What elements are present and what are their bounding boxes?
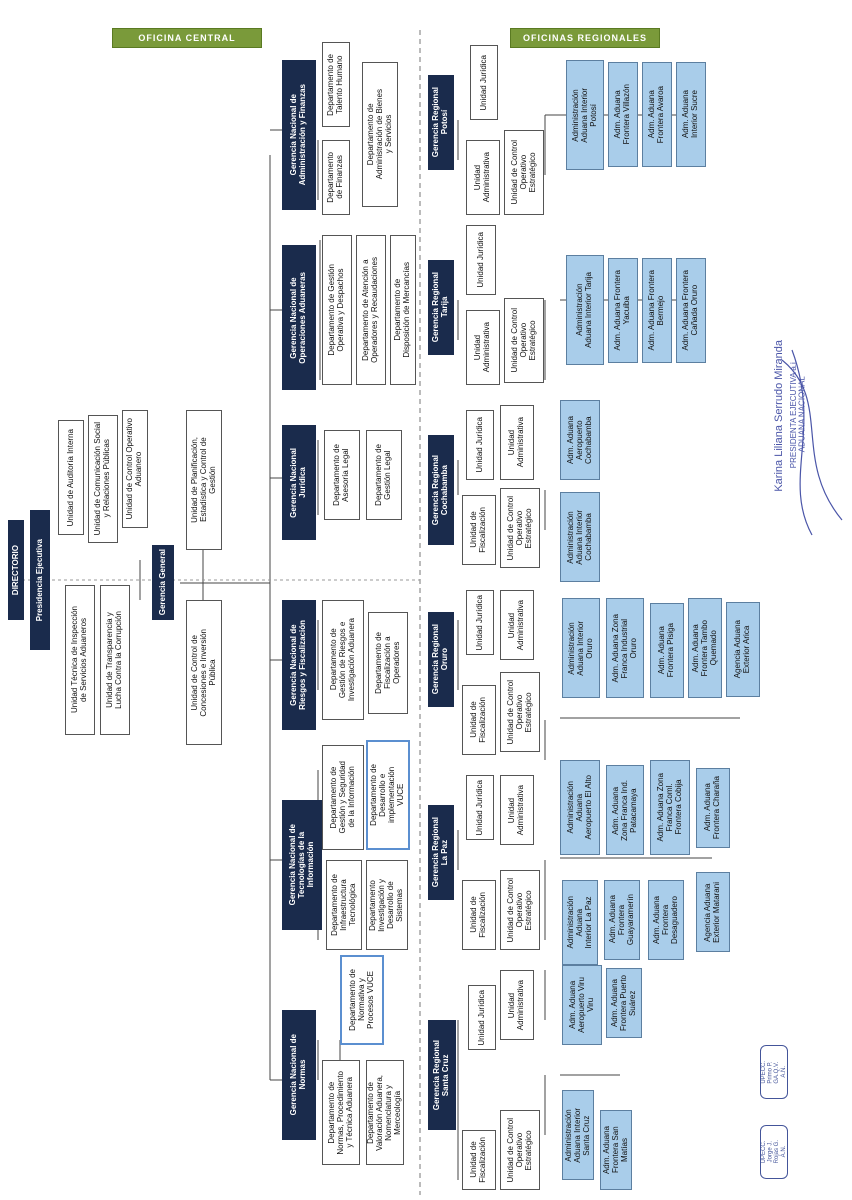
gerencia-regional-la-paz: Gerencia Regional La Paz <box>428 805 454 900</box>
sc-juridica: Unidad Jurídica <box>468 985 496 1050</box>
lp-agencia-matarani: Agencia Aduana Exterior Matarani <box>696 872 730 952</box>
sc-administrativa: Unidad Administrativa <box>500 970 534 1040</box>
gerencia-regional-potosi: Gerencia Regional Potosí <box>428 75 454 170</box>
lp-aduana-el-alto: Administración Aduana Aeropuerto El Alto <box>560 760 600 855</box>
lp-juridica: Unidad Jurídica <box>466 775 494 840</box>
lp-aduana-charana: Adm. Aduana Frontera Charaña <box>696 768 730 848</box>
lp-administrativa: Unidad Administrativa <box>500 775 534 845</box>
pt-aduana-sucre: Adm. Aduana Interior Sucre <box>676 62 706 167</box>
signature-role: PRESIDENTA EJECUTIVA a.i. ADUANA NACIONA… <box>789 360 807 469</box>
sc-aduana-san-matias: Adm. Aduana Frontera San Matías <box>600 1110 632 1190</box>
gerencia-regional-santa-cruz: Gerencia Regional Santa Cruz <box>428 1020 456 1130</box>
dept-talento-humano-box: Departamento de Talento Humano <box>322 42 350 127</box>
dept-valoracion-box: Departamento de Valoración Aduanera, Nom… <box>366 1060 404 1165</box>
oficina-central-header: OFICINA CENTRAL <box>112 28 262 48</box>
tj-aduana-yacuiba: Adm. Aduana Frontera Yacuiba <box>608 258 638 363</box>
gerencia-tecnologias-box: Gerencia Nacional de Tecnologías de la I… <box>282 800 322 930</box>
lp-aduana-desaguadero: Adm. Aduana Frontera Desaguadero <box>648 880 684 960</box>
signature-scribble <box>781 349 843 536</box>
gerencia-normas-box: Gerencia Nacional de Normas <box>282 1010 316 1140</box>
gerencia-operaciones-box: Gerencia Nacional de Operaciones Aduaner… <box>282 245 316 390</box>
pt-aduana-interior: Administración Aduana Interior Potosí <box>566 60 604 170</box>
tj-aduana-canada-oruro: Adm. Aduana Frontera Cañada Oruro <box>676 258 706 363</box>
dept-investigacion-sistemas-box: Departamento Investigación y Desarrollo … <box>366 860 408 950</box>
unidad-control-aduanero-box: Unidad de Control Operativo Aduanero <box>122 410 148 528</box>
directorio-box: DIRECTORIO <box>8 520 24 620</box>
gerencia-riesgos-box: Gerencia Nacional de Riesgos y Fiscaliza… <box>282 600 316 730</box>
tj-control: Unidad de Control Operativo Estratégico <box>504 298 544 383</box>
dept-gestion-operativa-box: Departamento de Gestión Operativa y Desp… <box>322 235 352 385</box>
sc-fiscalizacion: Unidad de Fiscalización <box>462 1130 496 1190</box>
unidad-auditoria-box: Unidad de Auditoría Interna <box>58 420 84 535</box>
or-aduana-tambo-quemado: Adm. Aduana Frontera Tambo Quemado <box>688 598 722 698</box>
sc-aduana-interior: Administración Aduana Interior Santa Cru… <box>562 1090 594 1180</box>
lp-aduana-patacamaya: Adm. Aduana Zona Franca Ind. Patacamaya <box>606 765 644 855</box>
or-agencia-arica: Agencia Aduana Exterior Arica <box>726 602 760 697</box>
tj-administrativa: Unidad Administrativa <box>466 310 500 385</box>
unidad-inspeccion-box: Unidad Técnica de Inspección de Servicio… <box>65 585 95 735</box>
dept-normativa-vuce-box: Departamento de Normativa y Procesos VUC… <box>340 955 384 1045</box>
cb-aduana-interior: Administración Aduana Interior Cochabamb… <box>560 492 600 582</box>
or-fiscalizacion: Unidad de Fiscalización <box>462 685 496 755</box>
dept-fiscalizacion-operadores-box: Departamento de Fiscalización a Operador… <box>368 612 408 714</box>
lp-aduana-interior: Administración Aduana Interior La Paz <box>562 880 598 965</box>
or-aduana-interior: Administración Aduana Interior Oruro <box>562 598 600 698</box>
dept-normas-procedimiento-box: Departamento de Normas, Procedimiento y … <box>322 1060 360 1165</box>
stamp-upecc-rojas: UPECC. Jorge J. Rojas G. A.N. <box>760 1125 788 1179</box>
cb-administrativa: Unidad Administrativa <box>500 405 534 480</box>
tj-aduana-bermejo: Adm. Aduana Frontera Bermejo <box>642 258 672 363</box>
cb-fiscalizacion: Unidad de Fiscalización <box>462 495 496 565</box>
gerencia-administracion-box: Gerencia Nacional de Administración y Fi… <box>282 60 316 210</box>
lp-control: Unidad de Control Operativo Estratégico <box>500 870 540 950</box>
signature-block: Karina Liliana Serrudo Miranda PRESIDENT… <box>772 340 852 540</box>
lp-fiscalizacion: Unidad de Fiscalización <box>462 880 496 950</box>
or-aduana-zona-franca: Adm. Aduana Zona Franca Industrial Oruro <box>606 598 644 698</box>
lp-aduana-cobija: Adm. Aduana Zona Franca Coml. Frontera C… <box>650 760 690 855</box>
tj-aduana-interior: Administración Aduana Interior Tarija <box>566 255 604 365</box>
or-aduana-pisiga: Adm. Aduana Frontera Pisiga <box>650 603 684 698</box>
lp-aduana-guayaramerin: Adm. Aduana Frontera Guayaramerín <box>604 880 640 960</box>
cb-control: Unidad de Control Operativo Estratégico <box>500 488 540 568</box>
sc-aduana-viru-viru: Adm. Aduana Aeropuerto Viru Viru <box>562 965 602 1045</box>
dept-bienes-servicios-box: Departamento de Administración de Bienes… <box>362 62 398 207</box>
or-control: Unidad de Control Operativo Estratégico <box>500 672 540 752</box>
presidencia-ejecutiva-box: Presidencia Ejecutiva <box>30 510 50 650</box>
gerencia-regional-cochabamba: Gerencia Regional Cochabamba <box>428 435 454 545</box>
unidad-comunicacion-box: Unidad de Comunicación Social y Relacion… <box>88 415 118 543</box>
dept-asesoria-legal-box: Departamento de Asesoría Legal <box>324 430 360 520</box>
gerencia-general-box: Gerencia General <box>152 545 174 620</box>
cb-juridica: Unidad Jurídica <box>466 410 494 480</box>
oficinas-regionales-header: OFICINAS REGIONALES <box>510 28 660 48</box>
or-juridica: Unidad Jurídica <box>466 590 494 655</box>
pt-administrativa: Unidad Administrativa <box>466 140 500 215</box>
dept-seguridad-informacion-box: Departamento de Gestión y Seguridad de l… <box>322 745 364 850</box>
gerencia-regional-tarija: Gerencia Regional Tarija <box>428 260 454 355</box>
stamp-upecc-primo: UPECC. Primo P. GA.Q.V. A.N. <box>760 1045 788 1099</box>
or-administrativa: Unidad Administrativa <box>500 590 534 660</box>
gerencia-regional-oruro: Gerencia Regional Oruro <box>428 612 454 707</box>
signature-name: Karina Liliana Serrudo Miranda <box>773 340 785 492</box>
tj-juridica: Unidad Jurídica <box>466 225 496 295</box>
cb-aduana-aeropuerto: Adm. Aduana Aeropuerto Cochabamba <box>560 400 600 480</box>
pt-aduana-villazon: Adm. Aduana Frontera Villazón <box>608 62 638 167</box>
dept-atencion-operadores-box: Departamento de Atención a Operadores y … <box>356 235 386 385</box>
gerencia-juridica-box: Gerencia Nacional Jurídica <box>282 425 316 540</box>
sc-control: Unidad de Control Operativo Estratégico <box>500 1110 540 1190</box>
dept-infraestructura-box: Departamento de Infraestructura Tecnológ… <box>326 860 362 950</box>
unidad-concesiones-box: Unidad de Control de Concesiones e Inver… <box>186 600 222 745</box>
dept-finanzas-box: Departamento de Finanzas <box>322 140 350 215</box>
pt-juridica: Unidad Jurídica <box>470 45 498 120</box>
dept-gestion-riesgos-box: Departamento de Gestión de Riesgos e Inv… <box>322 600 364 720</box>
sc-aduana-puerto-suarez: Adm. Aduana Frontera Puerto Suárez <box>606 968 642 1038</box>
dept-vuce-box: Departamento de Desarrollo e implementac… <box>366 740 410 850</box>
unidad-transparencia-box: Unidad de Transparencia y Lucha Contra l… <box>100 585 130 735</box>
pt-aduana-avaroa: Adm. Aduana Frontera Avaroa <box>642 62 672 167</box>
dept-gestion-legal-box: Departamento de Gestión Legal <box>366 430 402 520</box>
unidad-planificacion-box: Unidad de Planificación, Estadística y C… <box>186 410 222 550</box>
pt-control: Unidad de Control Operativo Estratégico <box>504 130 544 215</box>
dept-disposicion-mercancias-box: Departamento de Disposición de Mercancía… <box>390 235 416 385</box>
